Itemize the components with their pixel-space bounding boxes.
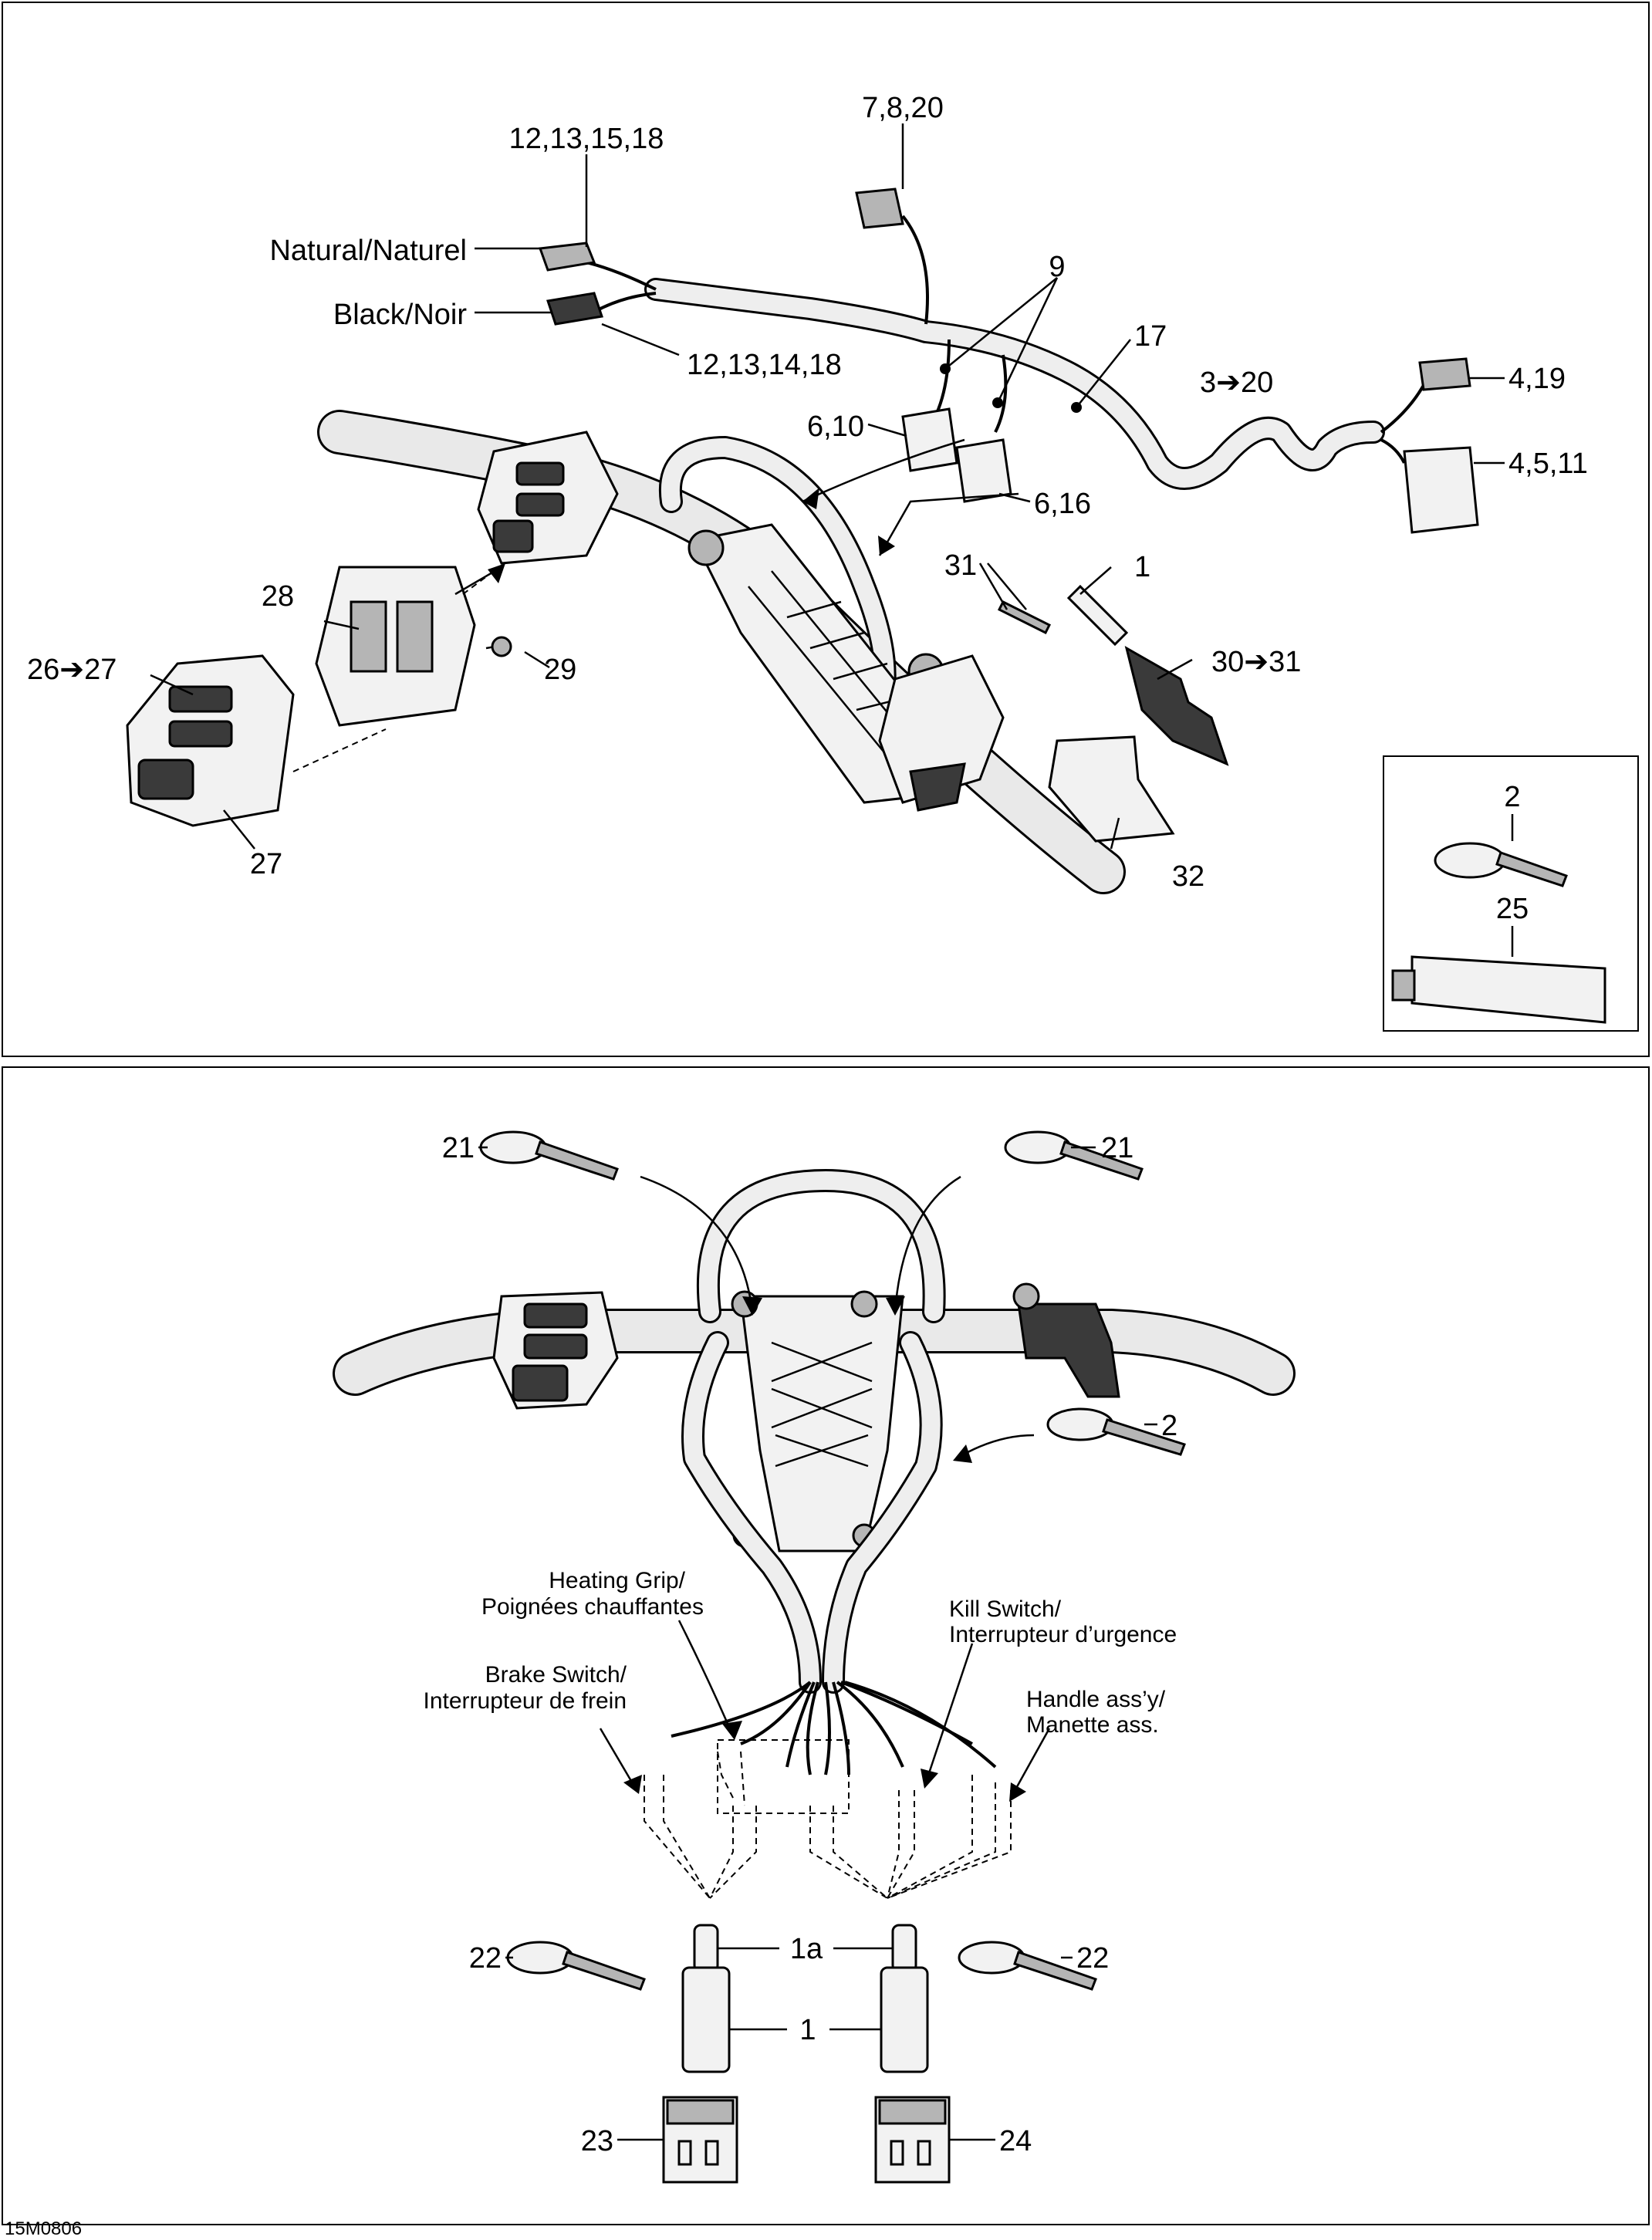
callout-32: 32 (1172, 860, 1204, 893)
callout-4-19: 4,19 (1508, 363, 1566, 395)
leader-lines-top (150, 123, 1505, 850)
callout-22-right: 22 (1076, 1942, 1109, 1975)
compound-tube-icon (1410, 955, 1606, 1024)
callout-9: 9 (1049, 251, 1065, 283)
callout-22-left: 22 (469, 1942, 502, 1975)
screw-29 (491, 636, 512, 657)
callout-30-31: 30➔31 (1211, 646, 1301, 678)
cable-tie-icon (1434, 842, 1506, 879)
sleeve-1-right (880, 1966, 929, 2073)
natural-connector (538, 242, 596, 272)
callout-21-left: 21 (442, 1132, 475, 1164)
cable-tie-2-icon (1046, 1407, 1114, 1441)
callout-28: 28 (262, 580, 294, 613)
callout-1-top: 1 (1134, 551, 1150, 583)
inset-frame (1383, 755, 1639, 1032)
inset-callout-25: 25 (1496, 893, 1529, 925)
throttle-bottom (1017, 1302, 1120, 1398)
label-natural: Natural/Naturel (269, 235, 467, 267)
callout-1a: 1a (790, 1933, 823, 1965)
figure-code: 15M0806 (5, 2218, 82, 2239)
cable-tie-22-left-icon (506, 1941, 574, 1975)
callout-2-bottom: 2 (1161, 1410, 1177, 1442)
callout-1-bottom: 1 (799, 2014, 816, 2046)
cable-tie-21-right-icon (1004, 1130, 1072, 1164)
connector-4-19 (1418, 357, 1471, 391)
callout-3-20: 3➔20 (1200, 367, 1273, 399)
callout-7-8-20: 7,8,20 (862, 92, 944, 124)
callout-31: 31 (944, 549, 977, 582)
callout-12-13-14-18: 12,13,14,18 (687, 349, 842, 381)
riser-front (739, 1295, 904, 1552)
callout-21-right: 21 (1101, 1132, 1133, 1164)
inset-parts: 2 25 (1391, 781, 1606, 1024)
cable-tie-21-left-icon (479, 1130, 547, 1164)
label-kill-switch-fr: Interrupteur d’urgence (949, 1622, 1177, 1647)
arrows-top (454, 438, 1019, 596)
top-panel-frame (2, 2, 1650, 1057)
label-handle-en: Handle ass’y/ (1026, 1687, 1166, 1712)
sleeve-1a-left (693, 1924, 719, 1973)
top-handlebar-assembly (317, 410, 1126, 894)
dashed-routing (644, 1775, 1012, 1899)
sleeve-1-left (681, 1966, 731, 2073)
label-handle-fr: Manette ass. (1026, 1712, 1159, 1738)
cable-ties-bottom (479, 1130, 1186, 1991)
connector-6-10 (901, 407, 958, 472)
bottom-handlebar-assembly (333, 1169, 1296, 1552)
connectors (538, 188, 1479, 534)
callout-26-27: 26➔27 (27, 654, 117, 686)
label-brake-switch-en: Brake Switch/ (485, 1662, 627, 1688)
tape-30 (1124, 645, 1229, 766)
label-heating-grip-fr: Poignées chauffantes (481, 1594, 704, 1620)
connector-7-8-20 (855, 188, 904, 229)
label-brake-switch-fr: Interrupteur de frein (424, 1688, 627, 1714)
callout-29: 29 (544, 654, 576, 686)
exploded-switch-parts (126, 566, 512, 827)
cable-tie-22-right-icon (958, 1941, 1025, 1975)
callout-23: 23 (581, 2125, 613, 2157)
sleeve-1a-right (891, 1924, 917, 1973)
callout-24: 24 (999, 2125, 1032, 2157)
arrows-bottom (599, 1175, 1051, 1802)
sleeves (681, 1924, 929, 2073)
label-heating-grip-en: Heating Grip/ (549, 1568, 685, 1593)
switch-backplate (315, 566, 476, 727)
callout-4-5-11: 4,5,11 (1508, 448, 1588, 480)
sleeve-1 (1066, 584, 1129, 647)
label-kill-switch-en: Kill Switch/ (949, 1596, 1062, 1622)
inset-callout-2: 2 (1504, 781, 1520, 813)
bottom-panel-frame (2, 1066, 1650, 2225)
black-connector (546, 292, 603, 326)
connector-6-16 (955, 438, 1012, 503)
decal-32 (1048, 735, 1175, 843)
connector-4-5-11 (1403, 446, 1479, 534)
bottom-harness (671, 1331, 997, 1806)
connectors-bottom (662, 2096, 951, 2184)
callout-12-13-15-18: 12,13,15,18 (509, 123, 664, 155)
small-parts-top (997, 584, 1229, 843)
callout-17: 17 (1134, 320, 1167, 353)
throttle-block (878, 654, 1005, 804)
callout-27: 27 (250, 848, 282, 880)
leader-lines-bottom (478, 1146, 1157, 2141)
terminal-31 (997, 600, 1052, 635)
callout-6-16: 6,16 (1034, 488, 1091, 520)
label-black: Black/Noir (333, 299, 467, 331)
callout-6-10: 6,10 (807, 410, 864, 443)
heating-grip-terminals-box (717, 1739, 850, 1814)
